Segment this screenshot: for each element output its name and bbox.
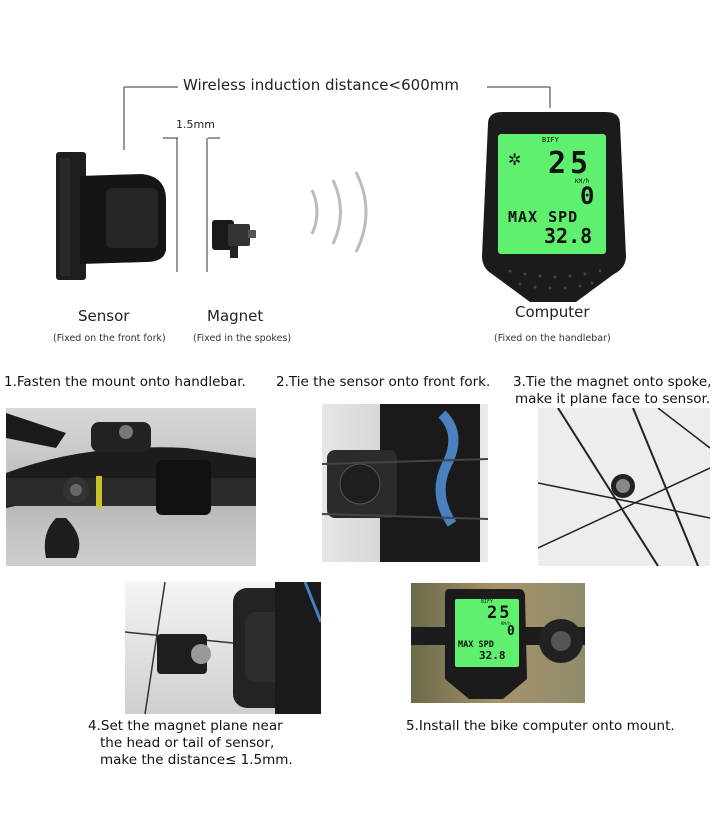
magnet-label: Magnet — [207, 307, 264, 325]
distance-label: Wireless induction distance<600mm — [183, 76, 459, 94]
fork-photo — [322, 404, 488, 562]
distance-bracket — [123, 86, 551, 272]
photo-step-4 — [125, 582, 321, 714]
lcd-value: 32.8 — [544, 224, 593, 248]
lcd-mode: MAX SPD — [508, 208, 579, 226]
computer-label: Computer — [515, 303, 590, 321]
photo-step-5: BIFY 25 KM/h 0 MAX SPD 32.8 — [411, 583, 585, 703]
photo5-lcd-mode: MAX SPD — [458, 640, 494, 650]
bike-computer: BIFY ✲ 25 KM/h 0 MAX SPD 32.8 — [480, 106, 628, 304]
photo5-lcd-unit: KM/h — [501, 621, 511, 626]
lcd-digit: 0 — [580, 182, 595, 210]
computer-note: (Fixed on the handlebar) — [494, 333, 611, 344]
step-2-text: 2.Tie the sensor onto front fork. — [276, 374, 491, 390]
sensor-device — [56, 152, 166, 280]
photo5-lcd-speed: 25 — [487, 603, 512, 623]
photo-step-1 — [6, 408, 256, 566]
magnet-device — [212, 220, 256, 258]
step-4-text: 4.Set the magnet plane near the head or … — [88, 718, 293, 768]
magnet-sensor-photo — [125, 582, 321, 714]
photo5-lcd-brand: BIFY — [481, 599, 494, 605]
sensor-note: (Fixed on the front fork) — [53, 333, 166, 344]
mount-photo — [411, 589, 585, 699]
step-3-text: 3.Tie the magnet onto spoke, make it pla… — [513, 374, 712, 407]
computer-body — [482, 112, 626, 302]
photo5-lcd-value: 32.8 — [479, 649, 506, 662]
step-1-text: 1.Fasten the mount onto handlebar. — [4, 374, 246, 390]
magnet-note: (Fixed in the spokes) — [193, 333, 292, 344]
photo-step-3 — [538, 408, 710, 566]
handlebar-photo — [6, 413, 256, 558]
photo5-lcd-digit: 0 — [507, 624, 515, 639]
spoke-photo — [538, 408, 710, 566]
lcd-brand: BIFY — [542, 136, 559, 144]
fan-icon: ✲ — [508, 150, 522, 169]
lcd-unit: KM/h — [575, 178, 590, 185]
step-5-text: 5.Install the bike computer onto mount. — [406, 718, 675, 734]
top-diagram: Wireless induction distance<600mm 1.5mm … — [0, 0, 720, 360]
photo-step-2 — [322, 404, 488, 562]
lcd-speed: 25 — [548, 146, 593, 181]
sensor-label: Sensor — [78, 307, 130, 325]
gap-label: 1.5mm — [176, 118, 215, 131]
